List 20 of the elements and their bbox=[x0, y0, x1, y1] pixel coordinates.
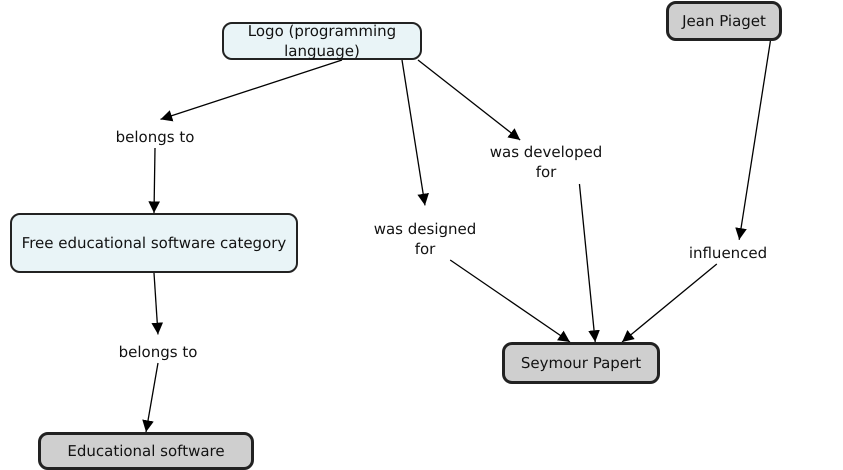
arrow bbox=[578, 184, 600, 342]
arrow bbox=[622, 264, 718, 342]
arrow bbox=[735, 40, 772, 240]
arrow bbox=[148, 148, 160, 214]
concept-box: Free educational software category bbox=[10, 213, 298, 273]
linking-phrase: belongs to bbox=[100, 126, 210, 148]
concept-box: Jean Piaget bbox=[666, 1, 782, 41]
linking-phrase: influenced bbox=[672, 242, 784, 264]
concept-box: Seymour Papert bbox=[502, 342, 660, 384]
linking-phrase: was developed for bbox=[470, 140, 622, 184]
linking-phrase: belongs to bbox=[103, 341, 213, 363]
arrow bbox=[418, 59, 521, 141]
linking-phrase: was designed for bbox=[355, 218, 495, 260]
concept-box: Logo (programming language) bbox=[222, 22, 422, 60]
arrow bbox=[450, 259, 570, 343]
arrow bbox=[401, 60, 429, 206]
arrow bbox=[160, 59, 342, 122]
concept-box: Educational software bbox=[38, 432, 254, 470]
arrow bbox=[142, 362, 159, 432]
arrow bbox=[151, 272, 164, 334]
